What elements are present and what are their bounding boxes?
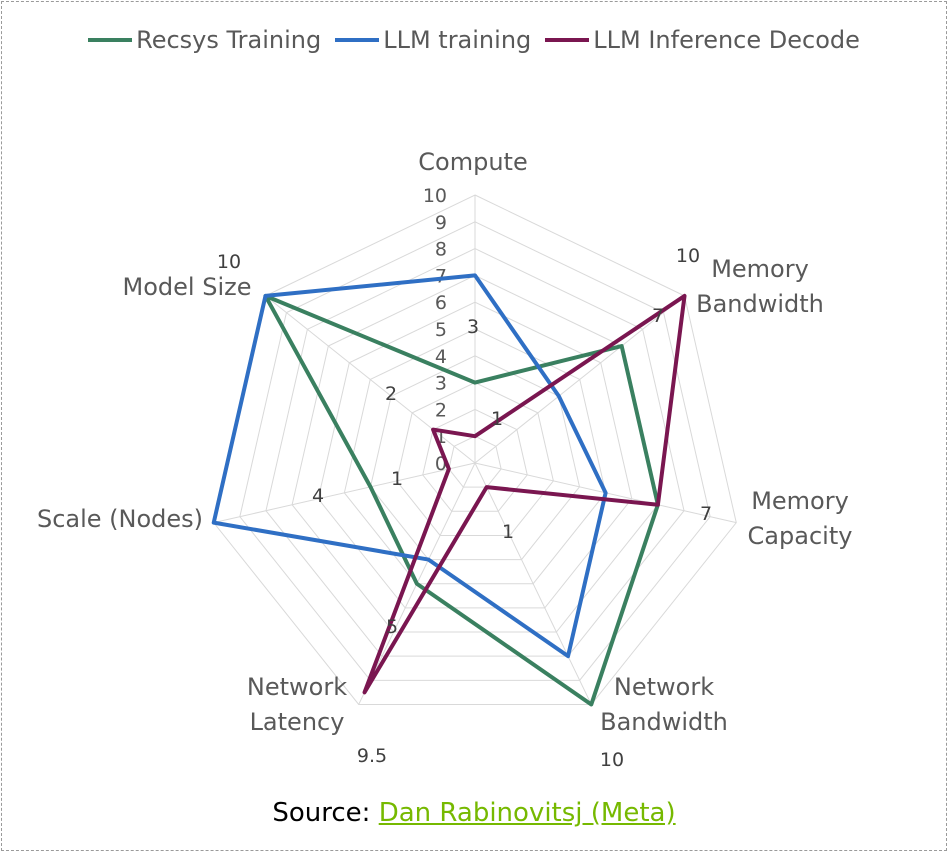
axis-label: Network (247, 673, 347, 701)
tick-label: 5 (435, 319, 447, 341)
series-line-recsys-training (263, 293, 660, 707)
legend-label: LLM Inference Decode (593, 26, 860, 54)
axis-label: Scale (Nodes) (37, 505, 203, 533)
grid-spoke (213, 462, 476, 524)
tick-label: 8 (435, 239, 447, 261)
tick-label: 2 (435, 399, 447, 421)
grid-ring (239, 221, 711, 681)
data-label: 7 (652, 305, 664, 327)
source-link[interactable]: Dan Rabinovitsj (Meta) (378, 798, 676, 828)
data-label: 10 (676, 245, 700, 267)
axis-label: Capacity (748, 522, 853, 550)
tick-label: 6 (435, 292, 447, 314)
grid-ring (317, 301, 633, 609)
tick-label: 3 (435, 373, 447, 395)
axis-label: Latency (250, 708, 345, 736)
legend-label: LLM training (383, 26, 532, 54)
legend-label: Recsys Training (136, 26, 322, 54)
legend-swatch (545, 38, 590, 42)
grid-spoke (265, 295, 476, 464)
series-line-llm-inference-decode (362, 293, 687, 695)
axis-label: Compute (418, 148, 527, 176)
tick-label: 4 (435, 346, 447, 368)
legend-item-llm-inference: LLM Inference Decode (545, 26, 860, 54)
grid-spoke (474, 462, 592, 705)
axis-label: Network (614, 673, 714, 701)
grid-ring (422, 408, 528, 512)
legend: Recsys Training LLM training LLM Inferen… (0, 26, 948, 54)
tick-label: 9 (435, 212, 447, 234)
tick-label: 7 (435, 265, 447, 287)
data-label: 3 (467, 316, 479, 338)
legend-item-recsys: Recsys Training (88, 26, 321, 54)
axis-label: Memory (751, 487, 849, 515)
data-label: 1 (502, 521, 514, 543)
source-prefix: Source: (272, 798, 379, 828)
legend-item-llm-training: LLM training (335, 26, 531, 54)
tick-label: 10 (423, 185, 447, 207)
axis-label: Model Size (123, 273, 252, 301)
data-label: 5 (386, 616, 398, 638)
axis-label: Bandwidth (696, 290, 824, 318)
grid-ring (369, 355, 581, 561)
grid-ring (448, 435, 502, 488)
data-label: 7 (700, 503, 712, 525)
data-label: 1 (491, 408, 503, 430)
legend-swatch (335, 38, 380, 42)
series-line-llm-training (211, 273, 608, 659)
data-label: 4 (312, 485, 324, 507)
axis-label: Bandwidth (600, 708, 728, 736)
axis-label: Memory (711, 255, 809, 283)
data-label: 10 (217, 251, 241, 273)
data-label: 9.5 (357, 745, 387, 767)
grid-spoke (474, 295, 685, 464)
grid-ring (343, 328, 607, 585)
data-label: 2 (385, 383, 397, 405)
data-label: 1 (391, 468, 403, 490)
grid-ring (396, 382, 554, 536)
legend-swatch (88, 38, 133, 42)
source-line: Source: Dan Rabinovitsj (Meta) (0, 798, 948, 828)
data-label: 10 (600, 749, 624, 771)
